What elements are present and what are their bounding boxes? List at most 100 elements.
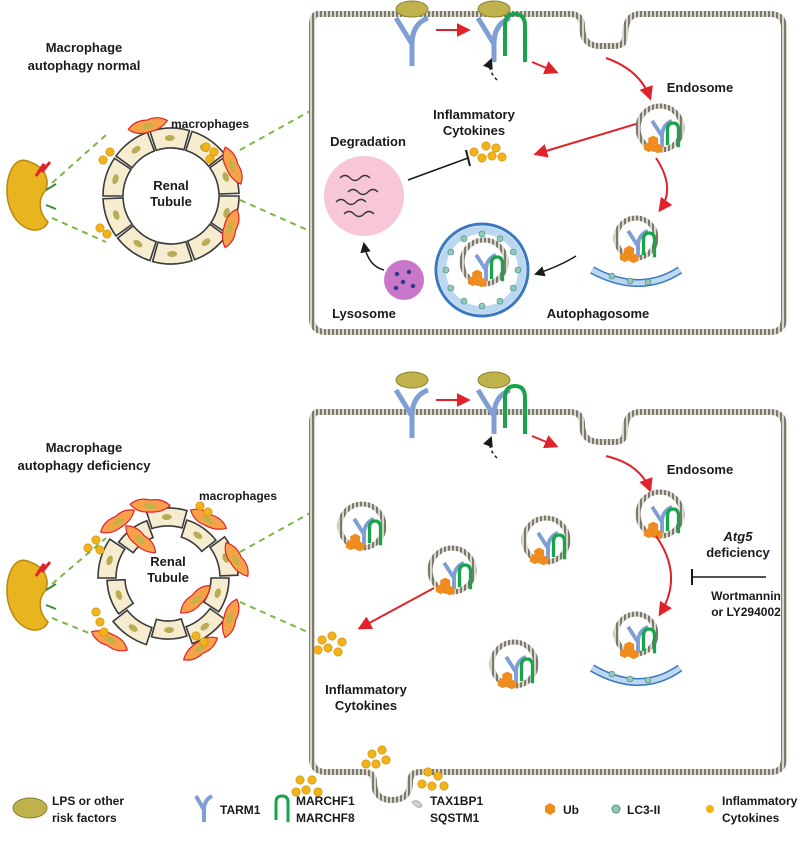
legend-cyto-line1: Inflammatory [722,794,798,808]
bottom-cytokines-inside [313,631,347,657]
cytokine-dot [91,535,101,545]
lc3-dot [496,235,504,243]
lc3-dot [442,266,450,274]
tubule-nucleus [222,172,230,182]
ub-marker [538,555,549,566]
top-autophagosome-label: Autophagosome [547,306,650,321]
legend: LPS or other risk factors TARM1 MARCHF1 … [12,794,798,825]
deficiency-label: deficiency [706,545,770,560]
cytokine-dot [291,787,301,797]
endosome-vesicle [635,489,685,540]
cytokine-dot [497,152,507,162]
legend-marchf-icon [274,794,290,822]
cytokine-dot [417,779,427,789]
ub-marker [345,540,356,551]
top-endosome-1 [635,103,685,154]
ub-marker [529,554,540,565]
cytokine-dot [361,759,371,769]
macrophage-cell [99,509,136,534]
lc3-dot [608,670,616,678]
top-title-line2: autophagy normal [28,58,141,73]
tarm1-marchf-complex [345,517,383,552]
cytokine-dot [95,223,105,233]
cytokine-dot [427,781,437,791]
bottom-tubule-label-2: Tubule [147,570,189,585]
legend-marchf-line1: MARCHF1 [296,794,355,808]
cytokine-dot [469,147,479,157]
cytokine-dot [313,645,323,655]
cytokine-dot [105,147,115,157]
cytokine-dot [203,507,213,517]
legend-marchf-line2: MARCHF8 [296,811,355,825]
cytokine-dot [371,759,381,769]
tubule-nucleus [193,531,203,540]
ub-marker [624,641,635,652]
tubule-nucleus [201,238,211,247]
legend-lc3-icon [611,804,621,814]
endosome-vesicle [613,215,659,264]
macrophage-cell [221,598,240,639]
lc3-dot [509,284,517,292]
top-tubule-label-2: Tubule [150,194,192,209]
tarm1-marchf-complex [497,655,535,690]
lc3-dot [608,272,616,280]
macrophage-cell [224,541,249,578]
ub-marker [628,253,639,264]
top-cell-membrane [309,11,787,335]
cytokine-dot [191,631,201,641]
bottom-cell-membrane [309,409,787,804]
legend-lps-line2: risk factors [52,811,117,825]
lc3-dot [478,302,486,310]
cytokine-dot [333,647,343,657]
ub-marker [643,142,654,153]
inhibitor-label-1: Wortmannin [711,589,781,603]
tarm1-marchf-complex [619,229,657,264]
cytokine-dot [199,637,209,647]
bottom-endosomes [337,489,685,690]
cytokine-dot [477,153,487,163]
top-phagophore [590,215,683,287]
lc3-dot [626,277,634,285]
atg5-label: Atg5 [723,529,754,544]
macrophage-cell [90,630,129,652]
bottom-renal-tubule [83,498,249,661]
ub-marker [619,648,630,659]
bottom-lps-tarm1-marchf-membrane [475,371,527,434]
tarm1-marchf-complex [619,625,657,660]
legend-tarm1: TARM1 [220,803,261,817]
top-lysosome [384,260,424,300]
tubule-nucleus [112,210,120,220]
cytokine-dot [99,627,109,637]
cytokine-dot [83,543,93,553]
phagophore-membrane-inner [590,665,682,685]
cytokine-dot [367,749,377,759]
lc3-dot [644,278,652,286]
bottom-endosome-label: Endosome [667,462,733,477]
macrophage-cell [180,585,211,614]
ub-marker [502,671,513,682]
cytokine-dot [481,141,491,151]
bottom-macrophages-label: macrophages [199,489,277,503]
lc3-dot [447,284,455,292]
top-lps-tarm1-marchf-membrane [475,0,527,62]
tarm1-marchf-complex [529,531,567,566]
cytokine-dot [307,775,317,785]
top-degradation-vesicle [324,156,404,236]
tubule-nucleus [106,555,113,566]
ub-marker [444,585,455,596]
top-tubule-label-1: Renal [153,178,188,193]
bottom-cytokines-label-2: Cytokines [335,698,397,713]
cytokine-dot [487,151,497,161]
cytokine-dot [337,637,347,647]
top-endosome-label: Endosome [667,80,733,95]
bottom-panel: Macrophage autophagy deficiency Renal Tu… [6,371,787,804]
ub-marker [350,533,361,544]
tubule-nucleus [128,624,138,632]
legend-lps-line1: LPS or other [52,794,124,808]
ub-marker [435,584,446,595]
lc3-dot [514,266,522,274]
endosome-vesicle [337,501,387,552]
tubule-nucleus [133,239,143,248]
